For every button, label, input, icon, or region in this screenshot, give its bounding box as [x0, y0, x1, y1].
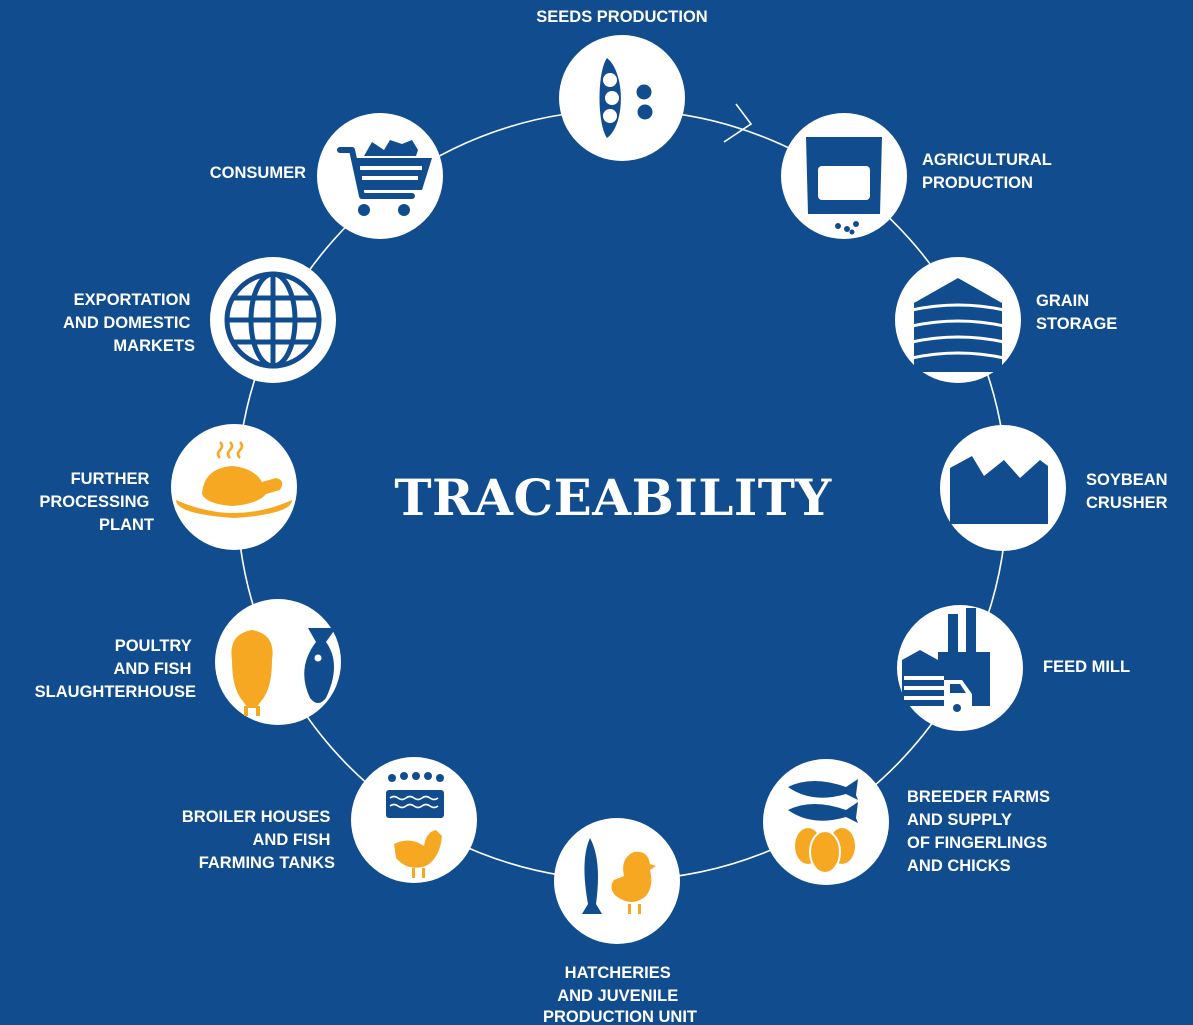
stage-grain-storage: GRAIN STORAGE [895, 257, 1117, 383]
stage-node-circle [351, 757, 477, 883]
factory-truck-icon [902, 608, 990, 716]
stage-label: BREEDER FARMS AND SUPPLY OF FINGERLINGS … [907, 788, 1055, 875]
crusher-icon [950, 456, 1048, 524]
seed-bag-icon [806, 137, 882, 235]
shopping-cart-icon [337, 140, 432, 216]
fish-chick-icon [582, 838, 656, 914]
diagram-title: TRACEABILITY [394, 468, 832, 527]
stage-feed-mill: FEED MILL [897, 605, 1130, 731]
globe-icon [224, 271, 322, 369]
stage-exportation: EXPORTATION AND DOMESTIC MARKETS [63, 257, 336, 383]
stage-label: BROILER HOUSES AND FISH FARMING TANKS [182, 808, 335, 872]
stage-label: SOYBEAN CRUSHER [1086, 471, 1172, 512]
stage-seeds-production: SEEDS PRODUCTION [536, 8, 708, 161]
peapod-icon [599, 58, 653, 138]
stage-consumer: CONSUMER [210, 113, 443, 239]
stage-slaughterhouse: POULTRY AND FISH SLAUGHTERHOUSE [35, 599, 341, 725]
stage-hatcheries: HATCHERIES AND JUVENILE PRODUCTION UNIT [543, 818, 697, 1025]
stage-node-circle [559, 35, 685, 161]
stage-label: CONSUMER [210, 164, 306, 182]
stage-label: POULTRY AND FISH SLAUGHTERHOUSE [35, 637, 196, 701]
silo-icon [911, 278, 1005, 372]
stage-breeder-farms: BREEDER FARMS AND SUPPLY OF FINGERLINGS … [763, 759, 1055, 885]
stage-label: AGRICULTURAL PRODUCTION [922, 151, 1056, 192]
cycle-direction-arrow [723, 103, 753, 143]
stage-label: EXPORTATION AND DOMESTIC MARKETS [63, 291, 195, 355]
roast-chicken-icon [176, 441, 292, 518]
chicken-fish-icon [231, 628, 336, 716]
stage-label: FEED MILL [1043, 658, 1130, 676]
stage-soybean-crusher: SOYBEAN CRUSHER [940, 425, 1172, 551]
stage-label: HATCHERIES AND JUVENILE PRODUCTION UNIT [543, 964, 697, 1025]
fish-eggs-icon [788, 779, 858, 874]
stage-broiler-houses: BROILER HOUSES AND FISH FARMING TANKS [182, 757, 477, 883]
stage-label: SEEDS PRODUCTION [536, 8, 707, 26]
stage-agricultural-production: AGRICULTURAL PRODUCTION [781, 113, 1056, 239]
stage-label: GRAIN STORAGE [1036, 292, 1117, 333]
tank-hen-icon [386, 772, 444, 878]
stage-further-processing: FURTHER PROCESSING PLANT [39, 424, 297, 550]
stage-label: FURTHER PROCESSING PLANT [39, 470, 154, 534]
